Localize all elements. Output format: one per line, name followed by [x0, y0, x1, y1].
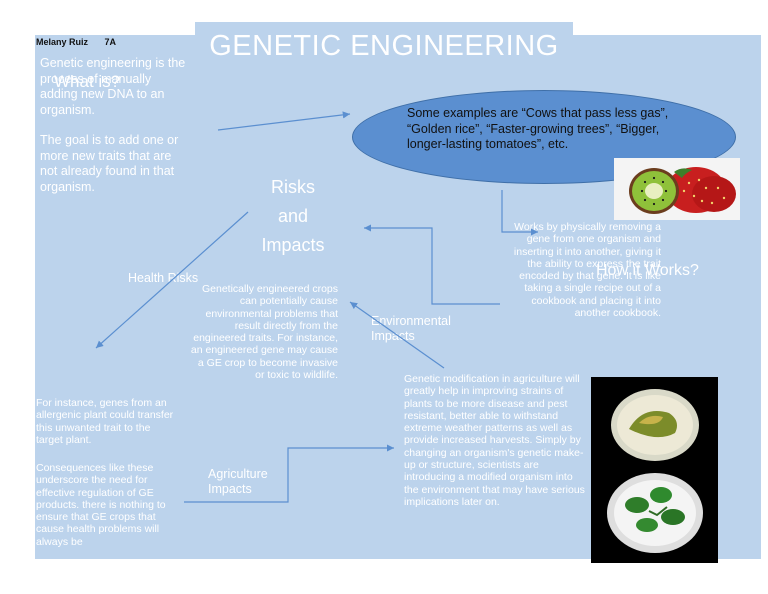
what-is-paragraph-1: Genetic engineering is the process of ma…: [40, 56, 186, 117]
health-risks-label: Health Risks: [128, 271, 199, 285]
what-is-heading: What is?: [54, 72, 121, 91]
arrow-to-health-risks: [95, 211, 249, 349]
poster-title: GENETIC ENGINEERING: [209, 30, 559, 62]
health-risks-paragraph-2: Consequences like these underscore the n…: [36, 462, 166, 548]
agriculture-impacts-label: Agriculture Impacts: [208, 467, 268, 496]
examples-text: Some examples are “Cows that pass less g…: [407, 106, 669, 151]
title-banner: [195, 22, 573, 62]
risks-word: Risks: [271, 177, 315, 197]
what-is-paragraph-2: The goal is to add one or more new trait…: [40, 133, 179, 194]
environmental-text: Genetically engineered crops can potenti…: [190, 283, 338, 382]
health-risks-paragraph-1: For instance, genes from an allergenic p…: [36, 397, 174, 446]
arrow-to-how-it-works: [501, 190, 538, 236]
risks-and-impacts-heading: Risks and Impacts: [246, 173, 340, 260]
and-word: and: [277, 206, 309, 226]
author-name: Melany Ruiz: [36, 37, 89, 47]
how-it-works-text: Works by physically removing a gene from…: [513, 221, 661, 320]
author-class: 7A: [104, 37, 117, 47]
petri-dish-plants-photo: [591, 377, 718, 563]
arrow-to-examples: [217, 111, 351, 131]
environmental-impacts-label: Environmental Impacts: [371, 314, 451, 343]
agriculture-text: Genetic modification in agriculture will…: [404, 373, 585, 508]
author-line: Melany Ruiz 7A: [36, 37, 116, 47]
arrow-how-to-risks: [364, 224, 500, 305]
arrow-to-agriculture: [184, 444, 394, 503]
how-it-works-heading: How it Works?: [596, 262, 699, 279]
kiwi-strawberry-photo: [614, 158, 740, 220]
arrow-to-environmental: [349, 301, 445, 369]
impacts-word: Impacts: [261, 235, 325, 255]
